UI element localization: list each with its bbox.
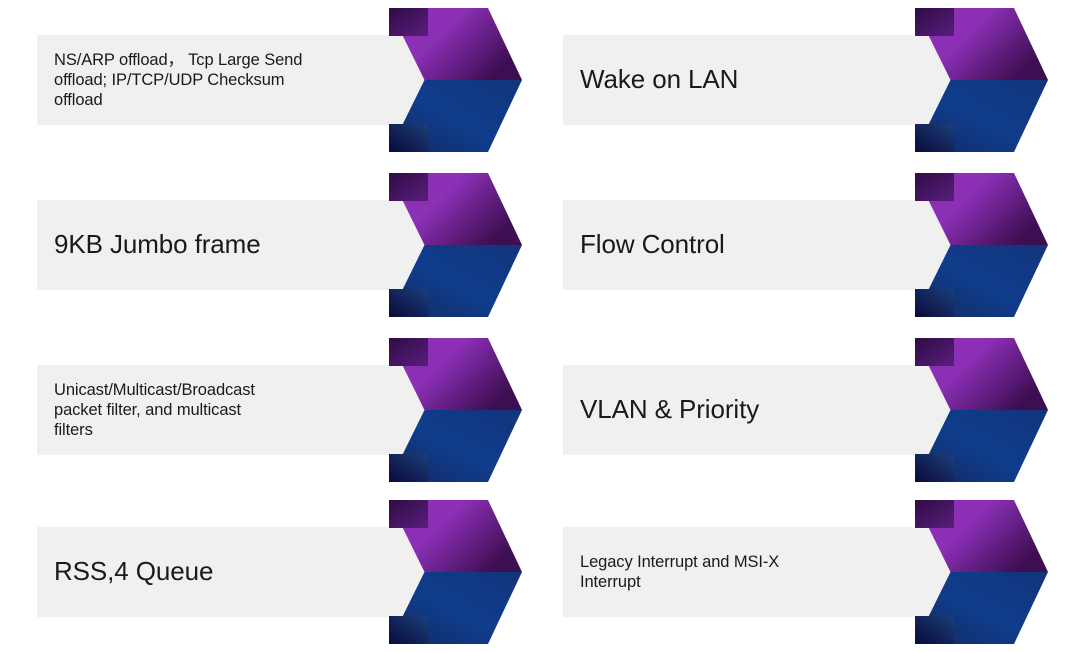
callout-label-jumbo-frame: 9KB Jumbo frame bbox=[54, 229, 261, 260]
chevron-callout-offload[interactable]: NS/ARP offload， Tcp Large Send offload; … bbox=[37, 0, 522, 160]
chevron-upper-fold bbox=[915, 173, 954, 201]
chevron-arrow-icon bbox=[907, 8, 1048, 152]
chevron-lower-fold bbox=[389, 124, 428, 152]
chevron-lower-fold bbox=[915, 124, 954, 152]
callout-label-wake-on-lan: Wake on LAN bbox=[580, 64, 739, 95]
chevron-arrow-icon bbox=[381, 338, 522, 482]
chevron-upper-fold bbox=[389, 338, 428, 366]
callout-bar-vlan-priority: VLAN & Priority bbox=[563, 365, 1000, 455]
chevron-callout-jumbo-frame[interactable]: 9KB Jumbo frame bbox=[37, 165, 522, 325]
chevron-lower-fold bbox=[389, 616, 428, 644]
chevron-upper-fold bbox=[389, 8, 428, 36]
callout-bar-packet-filter: Unicast/Multicast/Broadcast packet filte… bbox=[37, 365, 474, 455]
chevron-lower-fold bbox=[915, 289, 954, 317]
chevron-callout-interrupts[interactable]: Legacy Interrupt and MSI-X Interrupt bbox=[563, 492, 1048, 652]
callout-label-packet-filter: Unicast/Multicast/Broadcast packet filte… bbox=[54, 380, 255, 440]
chevron-lower-fold bbox=[915, 616, 954, 644]
chevron-lower-fold bbox=[389, 289, 428, 317]
callout-bar-wake-on-lan: Wake on LAN bbox=[563, 35, 1000, 125]
callout-bar-rss-queue: RSS,4 Queue bbox=[37, 527, 474, 617]
chevron-arrow-icon bbox=[907, 338, 1048, 482]
chevron-arrow-icon bbox=[381, 8, 522, 152]
callout-label-offload: NS/ARP offload， Tcp Large Send offload; … bbox=[54, 50, 303, 110]
chevron-arrow-icon bbox=[907, 173, 1048, 317]
chevron-callout-packet-filter[interactable]: Unicast/Multicast/Broadcast packet filte… bbox=[37, 330, 522, 490]
chevron-arrow-icon bbox=[381, 173, 522, 317]
callout-bar-jumbo-frame: 9KB Jumbo frame bbox=[37, 200, 474, 290]
callout-label-interrupts: Legacy Interrupt and MSI-X Interrupt bbox=[580, 552, 780, 591]
callout-bar-interrupts: Legacy Interrupt and MSI-X Interrupt bbox=[563, 527, 1000, 617]
chevron-callout-wake-on-lan[interactable]: Wake on LAN bbox=[563, 0, 1048, 160]
chevron-upper-fold bbox=[915, 500, 954, 528]
chevron-upper-fold bbox=[915, 8, 954, 36]
callout-label-rss-queue: RSS,4 Queue bbox=[54, 556, 214, 587]
chevron-callout-vlan-priority[interactable]: VLAN & Priority bbox=[563, 330, 1048, 490]
callout-label-vlan-priority: VLAN & Priority bbox=[580, 394, 760, 425]
chevron-callout-flow-control[interactable]: Flow Control bbox=[563, 165, 1048, 325]
chevron-upper-fold bbox=[915, 338, 954, 366]
callout-bar-flow-control: Flow Control bbox=[563, 200, 1000, 290]
chevron-arrow-icon bbox=[907, 500, 1048, 644]
chevron-lower-fold bbox=[915, 454, 954, 482]
callout-bar-offload: NS/ARP offload， Tcp Large Send offload; … bbox=[37, 35, 474, 125]
callout-label-flow-control: Flow Control bbox=[580, 229, 725, 260]
chevron-upper-fold bbox=[389, 500, 428, 528]
chevron-arrow-icon bbox=[381, 500, 522, 644]
chevron-lower-fold bbox=[389, 454, 428, 482]
chevron-callout-rss-queue[interactable]: RSS,4 Queue bbox=[37, 492, 522, 652]
chevron-upper-fold bbox=[389, 173, 428, 201]
